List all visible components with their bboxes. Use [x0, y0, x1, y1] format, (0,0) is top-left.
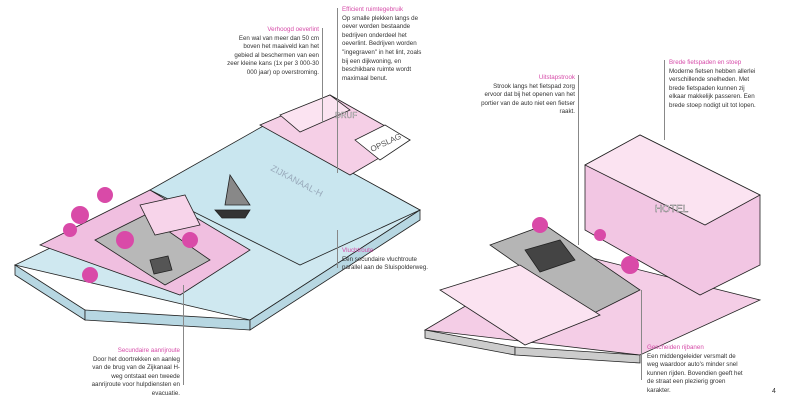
note-efficient-ruimtegebruik: Efficient ruimtegebruik Op smalle plekke… [342, 6, 426, 83]
note-verhoogd-oeverlint: Verhoogd oeverlint Een wal van meer dan … [225, 26, 319, 78]
note-vluchtroute: Vluchtroute Een secundaire vluchtroute p… [342, 247, 432, 273]
note-title: Efficient ruimtegebruik [342, 6, 404, 13]
note-brede-fietspaden: Brede fietspaden en stoep Moderne fietse… [669, 59, 759, 111]
page-number: 4 [772, 388, 776, 395]
note-body: Strook langs het fietspad zorg ervoor da… [481, 82, 575, 116]
trees-left [63, 187, 198, 283]
note-body: Een wal van meer dan 50 cm boven het maa… [227, 34, 319, 76]
note-body: Moderne fietsen hebben allerlei verschil… [669, 67, 756, 109]
note-gescheiden-rijbanen: Gescheiden rijbanen Een middengeleider v… [647, 344, 747, 396]
note-secundaire-aanrijroute: Secundaire aanrijroute Door het doortrek… [85, 347, 180, 399]
note-body: Een secundaire vluchtroute parallel aan … [342, 255, 428, 272]
building-label-druf: DRUF [335, 111, 357, 120]
leader-line [578, 75, 579, 245]
leader-line [337, 8, 338, 173]
canal-scene [13, 94, 421, 331]
note-body: Een middengeleider versmalt de weg waard… [647, 352, 743, 394]
note-body: Op smalle plekken langs de oever worden … [342, 14, 422, 82]
trees-right [532, 217, 639, 274]
note-title: Gescheiden rijbanen [647, 344, 704, 351]
leader-line [641, 290, 642, 380]
leader-line [664, 60, 665, 140]
note-title: Verhoogd oeverlint [267, 26, 319, 33]
note-title: Uitstapstrook [538, 74, 575, 81]
note-title: Vluchtroute [342, 247, 374, 254]
leader-line [322, 28, 323, 123]
street-scene [423, 134, 762, 364]
note-body: Door het doortrekken en aanleg van de br… [91, 355, 180, 397]
leader-line [183, 285, 184, 385]
note-title: Brede fietspaden en stoep [669, 59, 742, 66]
hotel-sign: HOTEL [655, 204, 689, 215]
note-uitstapstrook: Uitstapstrook Strook langs het fietspad … [478, 74, 575, 117]
note-title: Secundaire aanrijroute [117, 347, 180, 354]
leader-line [337, 230, 338, 268]
